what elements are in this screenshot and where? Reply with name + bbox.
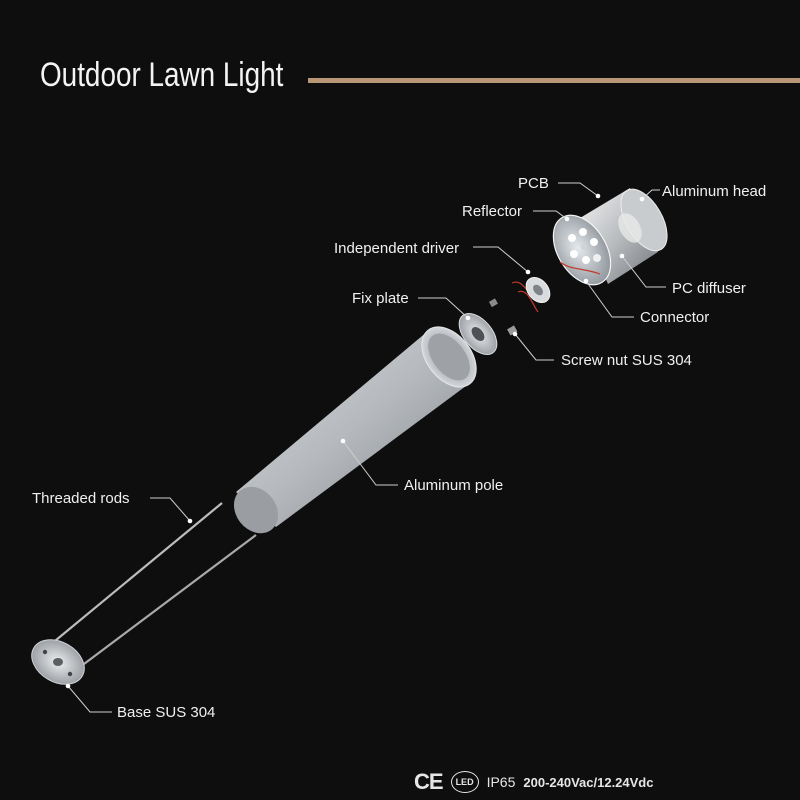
threaded-rods [43, 502, 257, 677]
leader-pcb [558, 182, 599, 197]
certification-footer: CE LED IP65 200-240Vac/12.24Vdc [414, 768, 653, 796]
leader-base [67, 685, 112, 713]
title-rule [308, 78, 800, 83]
leader-reflector [533, 210, 568, 220]
leader-independent-driver-dot [525, 269, 531, 275]
leader-aluminum-pole-dot [340, 438, 346, 444]
ip-rating: IP65 [486, 774, 516, 790]
leader-fix-plate-dot [465, 315, 471, 321]
label-base: Base SUS 304 [117, 704, 216, 721]
leader-pc-diffuser [621, 255, 666, 288]
label-pc-diffuser: PC diffuser [672, 280, 746, 297]
leader-base-dot [65, 683, 71, 689]
fix-plate [458, 313, 498, 355]
base-plate [31, 639, 85, 685]
label-threaded-rods: Threaded rods [32, 490, 130, 507]
label-fix-plate: Fix plate [352, 290, 409, 307]
light-head [552, 188, 668, 286]
leader-aluminum-head [641, 189, 660, 200]
aluminum-pole [233, 326, 477, 534]
led-mark-icon: LED [450, 771, 479, 793]
leader-connector [585, 280, 634, 318]
leader-reflector-dot [564, 216, 570, 222]
label-pcb: PCB [518, 175, 549, 192]
leader-lines [65, 182, 666, 713]
leader-fix-plate [418, 297, 469, 319]
leader-independent-driver [473, 246, 529, 273]
leader-pc-diffuser-dot [619, 253, 625, 259]
screw-nuts [488, 298, 518, 336]
leader-screw-nut [514, 333, 554, 361]
leader-threaded-rods [150, 497, 191, 522]
leader-screw-nut-dot [512, 331, 518, 337]
label-aluminum-pole: Aluminum pole [404, 477, 504, 494]
power-spec: 200-240Vac/12.24Vdc [523, 774, 654, 790]
ce-mark: CE [414, 769, 444, 794]
label-screw-nut: Screw nut SUS 304 [561, 352, 692, 369]
label-connector: Connector [640, 309, 710, 326]
independent-driver [511, 276, 551, 313]
label-independent-driver: Independent driver [334, 240, 460, 257]
leader-connector-dot [583, 278, 589, 284]
leader-aluminum-pole [342, 440, 398, 486]
label-reflector: Reflector [462, 203, 523, 220]
leader-aluminum-head-dot [639, 196, 645, 202]
label-aluminum-head: Aluminum head [662, 183, 767, 200]
leader-threaded-rods-dot [187, 518, 193, 524]
leader-pcb-dot [595, 193, 601, 199]
page-title: Outdoor Lawn Light [40, 56, 284, 94]
